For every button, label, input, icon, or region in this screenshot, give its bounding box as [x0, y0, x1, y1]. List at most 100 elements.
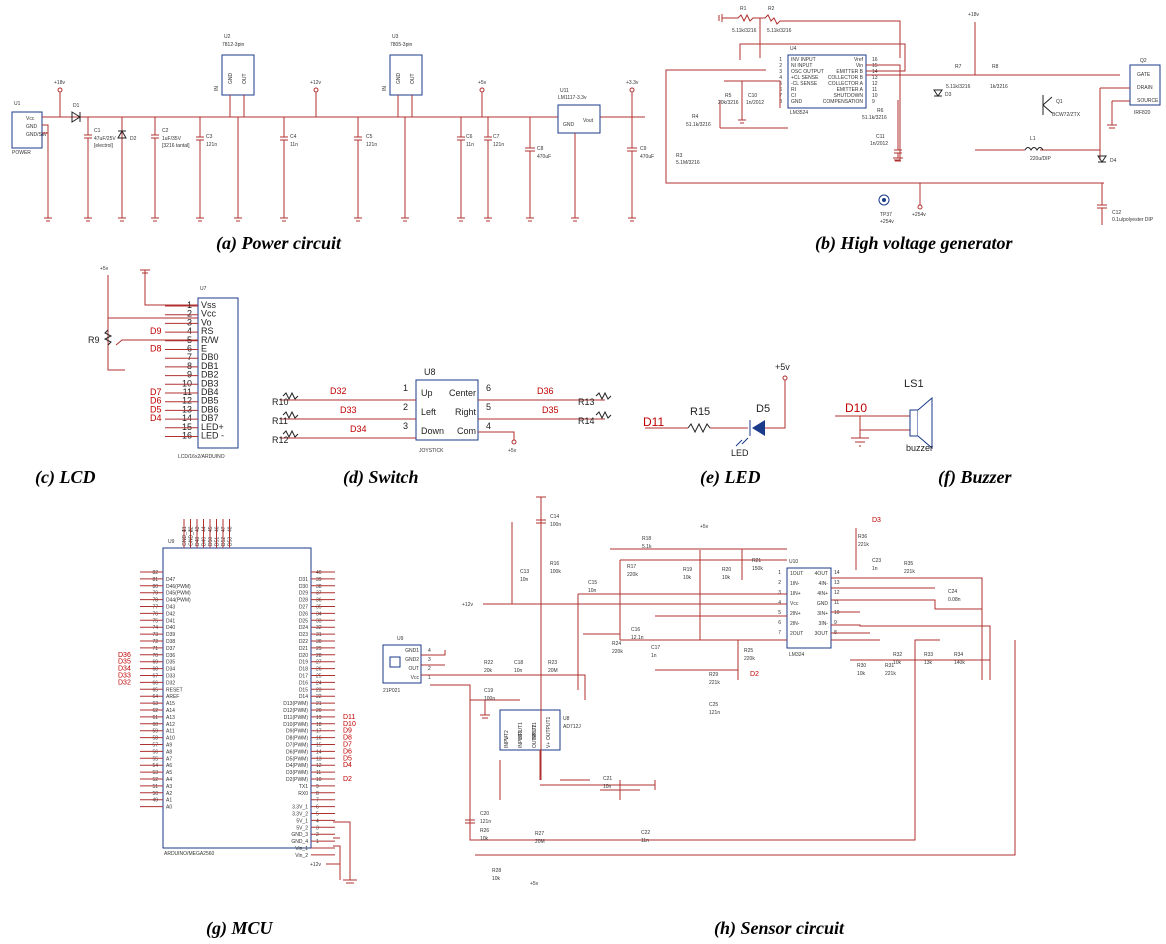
switch-right-num: 4 — [486, 421, 491, 431]
c5-capacitor — [354, 117, 362, 218]
mcu-top-pin: D52 — [221, 537, 227, 546]
sensor-lower-wiring — [465, 640, 1016, 856]
switch-left-num: 1 — [403, 383, 408, 393]
u8-ad712-pin: INPUT2 — [504, 730, 510, 748]
mcu-left-num: 80 — [152, 584, 158, 590]
mcu-left-net: D35 — [118, 659, 131, 666]
r17-ref: R17 — [627, 564, 636, 570]
u8s-ref: U8 — [563, 716, 570, 722]
r23-value: 20M — [548, 668, 558, 674]
mcu-top-pin: D50 — [208, 537, 214, 546]
lcd-pin-number: 3 — [187, 317, 192, 327]
led-circuit: +5v D11 R15 D5 LED — [643, 362, 790, 458]
mcu-left-pin: D46(PWM) — [166, 584, 191, 590]
mcu-right-num: 16 — [316, 736, 322, 742]
c25-value: 121n — [709, 710, 720, 716]
u10-left-pin: 1IN+ — [790, 591, 801, 597]
r36-ref: R36 — [858, 534, 867, 540]
c23-value: 1n — [872, 566, 878, 572]
switch-left-pin: Up — [421, 388, 433, 398]
c2-value: 1uF/35V — [162, 136, 182, 142]
u10-left-num: 5 — [778, 610, 781, 616]
c19-ref: C19 — [484, 688, 493, 694]
r33-value: 13k — [924, 660, 933, 666]
lcd-pin-number: 10 — [182, 378, 192, 388]
switch-left-net: D33 — [340, 405, 357, 415]
c13-ref: C13 — [520, 569, 529, 575]
mcu-right-net: D2 — [343, 776, 352, 783]
r4-value: 51.1k/3216 — [686, 122, 711, 128]
rail-12v-terminal — [313, 87, 319, 93]
u4-right-pin: EMITTER B — [836, 69, 863, 75]
lcd-pin-net: D7 — [150, 387, 162, 397]
u11-ldo-regulator — [557, 104, 601, 134]
u9-arduino-mega — [162, 547, 312, 849]
rail-5v-label: +5v — [478, 80, 487, 86]
switch-right-resistor: R13 — [578, 397, 595, 407]
u10-right-pin: 3IN- — [819, 621, 829, 627]
tp37-dot — [882, 198, 886, 202]
c2-sub: [3216 tantal] — [162, 143, 190, 149]
u4-right-pin: Vref — [854, 57, 864, 63]
c1-value: 47uF/25V — [94, 136, 116, 142]
mcu-left-num: 67 — [152, 674, 158, 680]
mcu-left-net: D33 — [118, 673, 131, 680]
u10-left-num: 6 — [778, 620, 781, 626]
rail-33v-label: +3.3v — [626, 80, 639, 86]
c5-value: 121n — [366, 142, 377, 148]
c22-value: 11n — [641, 838, 649, 844]
c24-ref: C24 — [948, 589, 957, 595]
r20-value: 10k — [722, 575, 731, 581]
lcd-pin-label: DB5 — [201, 396, 219, 406]
u10-left-num: 4 — [778, 600, 781, 606]
r16-value: 100k — [550, 569, 561, 575]
sensor-rail-5v-bottom: +5v — [530, 881, 539, 887]
buzzer-name: buzzer — [906, 443, 933, 453]
c8-ref: C8 — [537, 146, 544, 152]
switch-rail-5v: +5v — [508, 448, 517, 454]
mcu-right-net: D11 — [343, 714, 355, 721]
mcu-left-pin: D35 — [166, 660, 175, 666]
c9-ref: C9 — [640, 146, 647, 152]
r19-value: 10k — [683, 575, 692, 581]
u9-sensor-pin: GND1 — [405, 648, 419, 654]
mcu-left-num: 79 — [152, 591, 158, 597]
mcu-right-pin: RX0 — [298, 791, 308, 797]
mcu-left-pin: D43 — [166, 605, 175, 611]
c3-value: 121n — [206, 142, 217, 148]
sensor-buses — [577, 550, 787, 690]
switch-left-resistor-zig — [282, 429, 299, 439]
mcu-right-num: 15 — [316, 743, 322, 749]
mcu-right-pin: D5(PWM) — [286, 756, 308, 762]
u10-right-pin: 4IN+ — [817, 591, 828, 597]
u10-right-num: 10 — [834, 610, 840, 616]
u10-left-pin: Vcc — [790, 601, 799, 607]
c22-ref: C22 — [641, 830, 650, 836]
mcu-right-net: D10 — [343, 721, 356, 728]
r27-value: 20M — [535, 839, 545, 845]
mcu-left-pin: A4 — [166, 777, 172, 783]
mcu-right-pin: D21 — [299, 646, 308, 652]
mcu-top-num: 43 — [195, 526, 201, 532]
r6-ref: R6 — [877, 108, 884, 114]
switch-left-net: D32 — [330, 386, 347, 396]
u10-left-pin: 2IN+ — [790, 611, 801, 617]
u4-left-pin: NI INPUT — [791, 63, 812, 69]
u4-right-pin: SHUTDOWN — [834, 93, 864, 99]
switch-left-pin: Down — [421, 426, 444, 436]
u3-pin-in: IN — [382, 86, 388, 91]
u10-right-num: 11 — [834, 600, 839, 606]
caption-a: (a) Power circuit — [216, 233, 342, 254]
u4-left-pin-num: 5 — [779, 81, 782, 87]
mcu-right-num: 5 — [316, 812, 319, 818]
mcu-right-num: 38 — [316, 584, 322, 590]
lcd-rail-5v: +5v — [100, 266, 109, 272]
mcu-left-num: 49 — [152, 798, 158, 804]
r7-ref: R7 — [955, 64, 962, 70]
mcu-left-pins: 82D4781D46(PWM)80D45(PWM)79D44(PWM)78D43… — [118, 570, 191, 811]
u9-sensor-num: 4 — [428, 648, 431, 654]
c13-value: 10n — [520, 577, 529, 583]
u11-vout: Vout — [583, 118, 594, 124]
r35-ref: R35 — [904, 561, 913, 567]
buzzer-net-d10: D10 — [845, 401, 867, 415]
